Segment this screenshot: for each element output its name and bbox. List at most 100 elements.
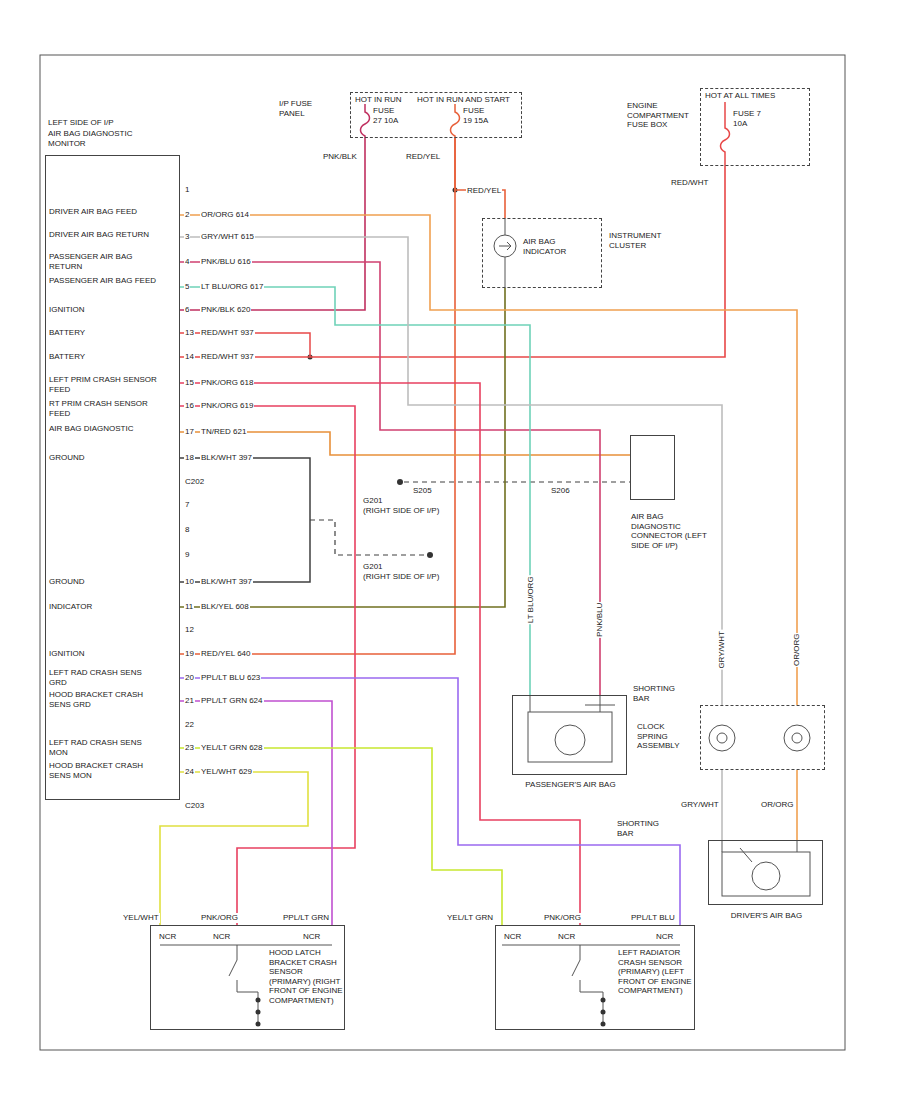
wire-label: PNK/ORG xyxy=(200,913,239,923)
wire-label: PNK/BLU xyxy=(595,602,605,638)
wire-label: OR/ORG xyxy=(792,633,802,667)
wire-label: PNK/ORG 618 xyxy=(200,378,254,388)
clock-spring-contact xyxy=(784,725,810,751)
pin-function: LEFT RAD CRASH SENS MON xyxy=(48,738,162,757)
pin-function: BATTERY xyxy=(48,352,162,362)
wire-label: RED/YEL xyxy=(405,152,441,162)
crash-sensor: NCRNCRNCRHOOD LATCH BRACKET CRASH SENSOR… xyxy=(150,925,345,1030)
wire-label: BLK/WHT 397 xyxy=(200,577,253,587)
terminal-label: NCR xyxy=(656,932,673,942)
wire-label: YEL/WHT xyxy=(122,913,160,923)
wire xyxy=(180,406,355,925)
pin-number: 18 xyxy=(184,453,195,463)
component-name: LEFT RADIATOR CRASH SENSOR (PRIMARY) (LE… xyxy=(618,948,692,996)
power-note: HOT IN RUN xyxy=(355,95,402,105)
wire xyxy=(180,678,680,925)
wire-label: RED/YEL 640 xyxy=(200,649,252,659)
pin-number: 1 xyxy=(184,185,190,195)
part-note: SHORTING BAR xyxy=(633,684,679,703)
lamp-label: AIR BAG INDICATOR xyxy=(523,237,583,256)
wire-label: RED/WHT 937 xyxy=(200,328,255,338)
sensor-ground xyxy=(256,998,261,1003)
pin-number: C203 xyxy=(184,801,205,811)
panel-name: ENGINE COMPARTMENT FUSE BOX xyxy=(627,101,695,130)
fuse-symbol xyxy=(451,104,460,138)
pin-function: GROUND xyxy=(48,577,162,587)
ground-label: G201 xyxy=(362,496,384,506)
indicator-lamp xyxy=(494,235,516,257)
wire xyxy=(180,215,797,705)
fuse-label: FUSE 27 10A xyxy=(373,106,401,125)
wire-label: OR/ORG 614 xyxy=(200,210,250,220)
wire-label: RED/WHT 937 xyxy=(200,352,255,362)
sensor-ground xyxy=(256,1022,261,1027)
pin-function: DRIVER AIR BAG RETURN xyxy=(48,230,162,240)
clock-spring-contact xyxy=(709,725,735,751)
pin-function: IGNITION xyxy=(48,305,162,315)
wire-label: GRY/WHT 615 xyxy=(200,232,255,242)
pin-function: IGNITION xyxy=(48,649,162,659)
inflator-symbol xyxy=(752,862,780,890)
module-name: AIR BAG DIAGNOSTIC MONITOR xyxy=(48,129,140,148)
fuse-label: FUSE 7 10A xyxy=(733,109,761,128)
part-note: SHORTING BAR xyxy=(617,819,663,838)
wire-label: OR/ORG xyxy=(760,800,794,810)
wire-label: LT BLU/ORG xyxy=(525,575,535,624)
fuse-symbol xyxy=(361,104,370,138)
clock-spring: CLOCK SPRING ASSEMBLY xyxy=(700,705,825,770)
sensor-ground xyxy=(601,998,606,1003)
pin-function: INDICATOR xyxy=(48,602,162,612)
wire-label: YEL/WHT 629 xyxy=(200,767,253,777)
wire-label: PPL/LT GRN 624 xyxy=(200,696,264,706)
pin-number: 7 xyxy=(184,500,190,510)
splice-label: S205 xyxy=(412,486,433,496)
wire-label: YEL/LT GRN xyxy=(446,913,494,923)
component-name: HOOD LATCH BRACKET CRASH SENSOR (PRIMARY… xyxy=(269,948,343,1006)
wire xyxy=(180,383,580,925)
power-note: HOT IN RUN AND START xyxy=(417,95,510,105)
pin-number: 5 xyxy=(184,282,190,292)
pin-number: 8 xyxy=(184,525,190,535)
pin-number: 12 xyxy=(184,625,195,635)
wire-label: PNK/ORG 619 xyxy=(200,401,254,411)
crash-sensor: NCRNCRNCRLEFT RADIATOR CRASH SENSOR (PRI… xyxy=(495,925,695,1030)
component-name: DRIVER'S AIR BAG xyxy=(709,911,824,921)
clock-spring-contact xyxy=(717,733,727,743)
wire xyxy=(180,288,505,607)
wire-label: LT BLU/ORG 617 xyxy=(200,282,264,292)
wire-label: TN/RED 621 xyxy=(200,427,247,437)
wire-label: PNK/BLK xyxy=(322,152,358,162)
ground-location: (RIGHT SIDE OF I/P) xyxy=(362,572,440,582)
pin-number: 15 xyxy=(184,378,195,388)
pin-function: BATTERY xyxy=(48,328,162,338)
fuse-symbol xyxy=(721,102,730,166)
ground-label: G201 xyxy=(362,562,384,572)
wire-label: BLK/WHT 397 xyxy=(200,453,253,463)
pin-number: 4 xyxy=(184,257,190,267)
wire xyxy=(180,748,502,925)
pin-number: 19 xyxy=(184,649,195,659)
fuse-panel: HOT IN RUNHOT IN RUN AND STARTI/P FUSE P… xyxy=(350,92,522,138)
sensor-ground xyxy=(601,1010,606,1015)
component-name: CLOCK SPRING ASSEMBLY xyxy=(637,722,697,751)
splice-label: S206 xyxy=(550,486,571,496)
air-bag-module: SHORTING BARPASSENGER'S AIR BAG xyxy=(512,695,627,775)
pin-function: HOOD BRACKET CRASH SENS GRD xyxy=(48,690,162,709)
inflator-outline xyxy=(722,852,810,896)
pin-number: 21 xyxy=(184,696,195,706)
wire-label: BLK/YEL 608 xyxy=(200,602,250,612)
wire xyxy=(721,770,723,840)
clock-spring-contact xyxy=(792,733,802,743)
pin-number: 16 xyxy=(184,401,195,411)
pin-number: 9 xyxy=(184,550,190,560)
wire-label: PPL/LT GRN xyxy=(282,913,330,923)
terminal-label: NCR xyxy=(504,932,521,942)
wire-label: GRY/WHT xyxy=(717,630,727,670)
wire xyxy=(180,237,722,705)
pin-function: DRIVER AIR BAG FEED xyxy=(48,207,162,217)
pin-number: 6 xyxy=(184,305,190,315)
instrument-cluster: AIR BAG INDICATORINSTRUMENT CLUSTER xyxy=(482,218,602,288)
ground-point xyxy=(427,552,433,558)
